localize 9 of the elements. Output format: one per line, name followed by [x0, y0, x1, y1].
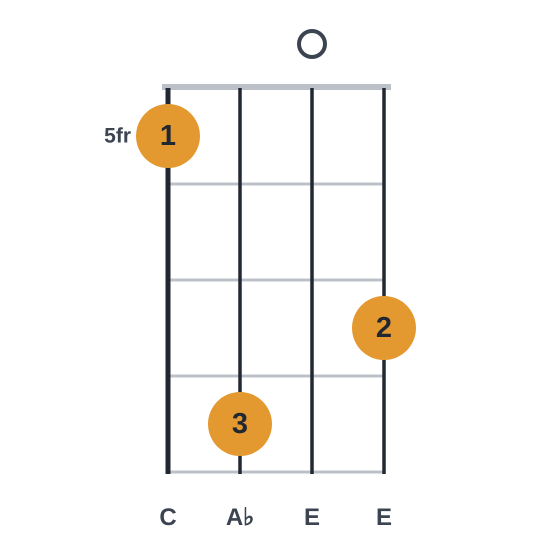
open-string-ring — [296, 28, 328, 60]
finger-number: 3 — [232, 410, 248, 438]
string-name: A♭ — [226, 506, 254, 530]
string-name: E — [304, 506, 320, 530]
fret-number: 5fr — [104, 126, 131, 146]
finger-number: 1 — [160, 122, 176, 150]
finger-number: 2 — [376, 314, 392, 342]
string-name: E — [376, 506, 392, 530]
string-name: C — [159, 506, 177, 530]
